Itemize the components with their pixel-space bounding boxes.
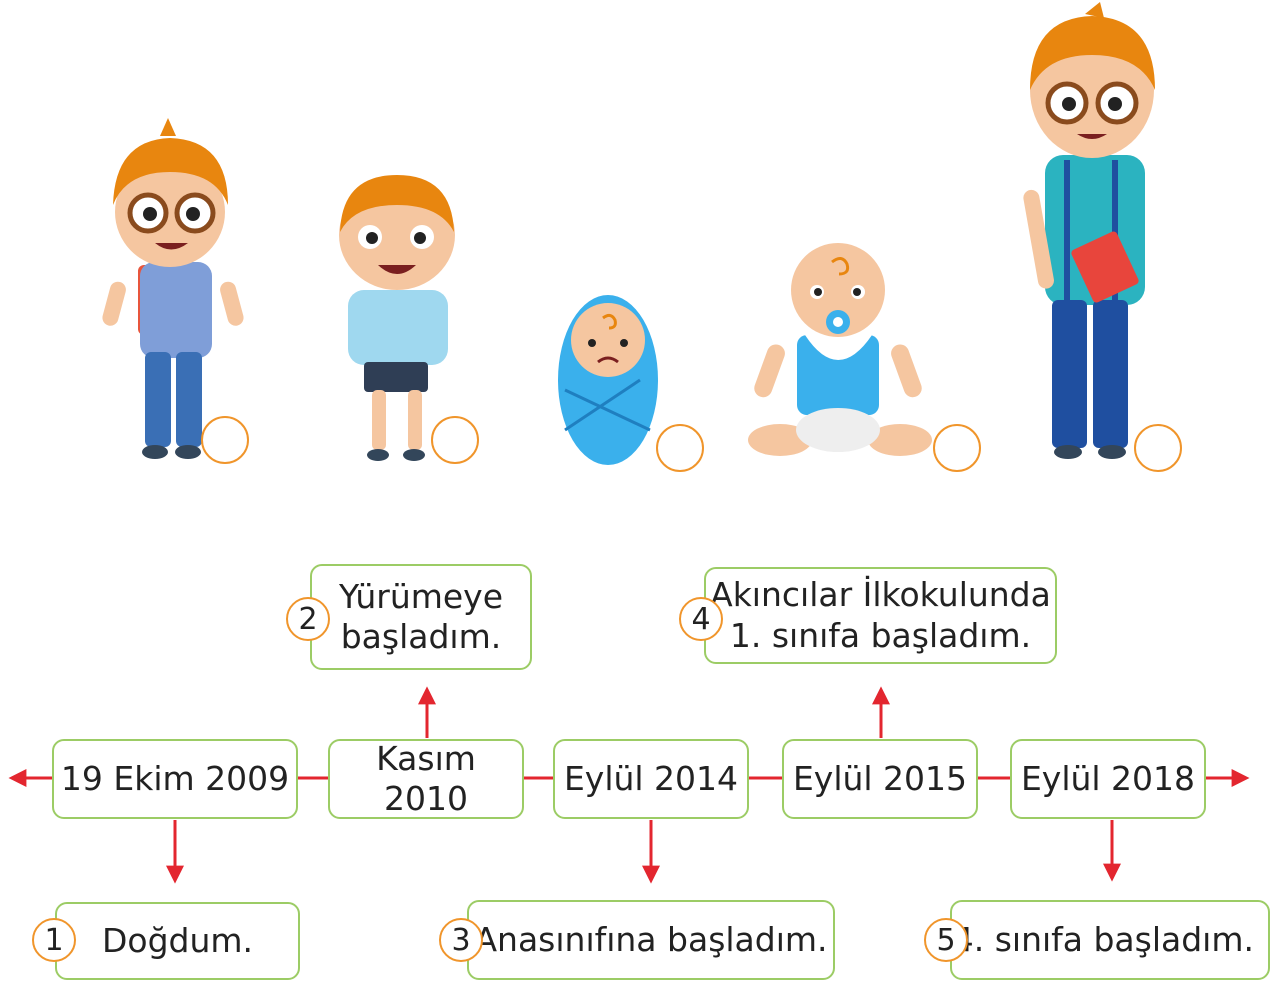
date-box-1: 19 Ekim 2009 — [52, 739, 298, 819]
event-number-badge: 1 — [32, 918, 76, 962]
date-label: Eylül 2018 — [1020, 758, 1196, 798]
event-box-4: Akıncılar İlkokulunda 1. sınıfa başladım… — [704, 567, 1057, 664]
event-number-badge: 4 — [679, 597, 723, 641]
event-box-1: Doğdum. — [55, 902, 300, 980]
date-box-2: Kasım 2010 — [328, 739, 524, 819]
event-box-2: Yürümeye başladım. — [310, 564, 532, 670]
event-number-badge: 2 — [286, 597, 330, 641]
date-box-5: Eylül 2018 — [1010, 739, 1206, 819]
toddler-figure — [339, 175, 479, 464]
event-box-5: 4. sınıfa başladım. — [950, 900, 1270, 980]
timeline-arrows — [8, 686, 1250, 884]
event-number-badge: 3 — [439, 918, 483, 962]
date-label: Eylül 2014 — [563, 758, 739, 798]
boy-backpack-figure — [102, 118, 249, 464]
newborn-figure — [558, 295, 704, 472]
sitting-baby-figure — [748, 243, 981, 472]
event-text: Anasınıfına başladım. — [474, 919, 828, 959]
date-label: Kasım 2010 — [376, 738, 476, 818]
event-text: başladım. — [340, 617, 502, 656]
event-text: Doğdum. — [101, 920, 254, 960]
date-box-4: Eylül 2015 — [782, 739, 978, 819]
event-text: Yürümeye — [338, 576, 504, 616]
date-label: Eylül 2015 — [792, 758, 968, 798]
event-number-badge: 5 — [924, 918, 968, 962]
event-text: Akıncılar İlkokulunda — [710, 575, 1051, 615]
date-box-3: Eylül 2014 — [553, 739, 749, 819]
event-text: 4. sınıfa başladım. — [952, 919, 1254, 959]
event-text: 1. sınıfa başladım. — [729, 615, 1032, 655]
event-box-3: Anasınıfına başladım. — [467, 900, 835, 980]
tall-boy-figure — [1023, 2, 1182, 472]
date-label: 19 Ekim 2009 — [60, 758, 290, 798]
